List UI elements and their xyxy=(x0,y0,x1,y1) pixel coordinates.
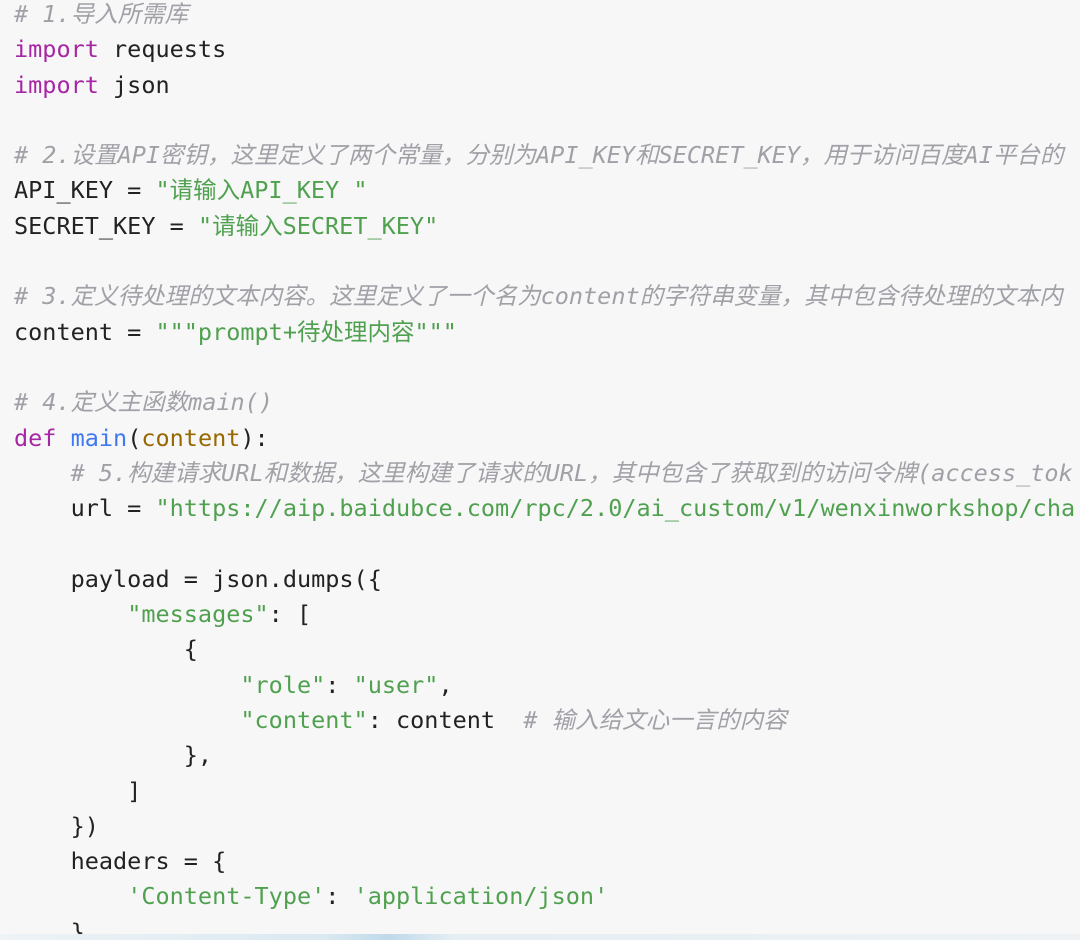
code-line: # 1.导入所需库 xyxy=(14,0,1080,32)
code-text: requests xyxy=(98,35,227,64)
code-line xyxy=(14,244,1080,279)
code-comment: # 5.构建请求URL和数据，这里构建了请求的URL，其中包含了获取到的访问令牌… xyxy=(70,458,1073,487)
code-text: : xyxy=(325,670,354,699)
code-line xyxy=(14,103,1080,138)
code-line xyxy=(14,350,1080,385)
code-line: ] xyxy=(14,774,1080,809)
code-keyword: def xyxy=(14,423,57,452)
code-comment: # 2.设置API密钥，这里定义了两个常量，分别为API_KEY和SECRET_… xyxy=(14,141,1064,170)
code-text: : [ xyxy=(268,600,312,629)
code-line: headers = { xyxy=(14,844,1080,879)
code-line: API_KEY = "请输入API_KEY " xyxy=(14,173,1080,208)
code-string: "https://aip.baidubce.com/rpc/2.0/ai_cus… xyxy=(155,494,1076,523)
code-string: """prompt+待处理内容""" xyxy=(155,317,457,346)
code-parameter: content xyxy=(141,423,241,452)
code-text: headers = { xyxy=(14,847,227,876)
code-string: "请输入SECRET_KEY" xyxy=(197,211,439,240)
code-string: "content" xyxy=(240,705,368,734)
code-text: : content xyxy=(367,705,524,734)
code-text: json xyxy=(98,70,170,99)
code-line: SECRET_KEY = "请输入SECRET_KEY" xyxy=(14,209,1080,244)
code-text: }) xyxy=(14,811,99,840)
code-line: "messages": [ xyxy=(14,597,1080,632)
code-text: API_KEY = xyxy=(14,176,156,205)
code-text xyxy=(56,424,70,452)
code-text xyxy=(14,671,240,699)
bottom-scroll-edge xyxy=(0,934,1080,940)
code-line: # 4.定义主函数main() xyxy=(14,385,1080,420)
code-text: ( xyxy=(127,423,142,452)
code-text xyxy=(14,706,240,734)
code-comment: # 4.定义主函数main() xyxy=(14,388,273,417)
code-text: content = xyxy=(14,317,156,346)
code-line: # 5.构建请求URL和数据，这里构建了请求的URL，其中包含了获取到的访问令牌… xyxy=(14,456,1080,491)
code-function-name: main xyxy=(70,423,128,452)
code-line: }) xyxy=(14,809,1080,844)
code-string: 'Content-Type' xyxy=(127,882,326,911)
code-text: ] xyxy=(14,776,142,805)
code-line: import json xyxy=(14,68,1080,103)
code-text: ): xyxy=(240,423,269,452)
code-line: "content": content # 输入给文心一言的内容 xyxy=(14,703,1080,738)
code-keyword: import xyxy=(14,35,99,64)
code-line: def main(content): xyxy=(14,421,1080,456)
code-string: "请输入API_KEY " xyxy=(155,176,368,205)
code-line: 'Content-Type': 'application/json' xyxy=(14,879,1080,914)
code-text: payload = json.dumps({ xyxy=(14,564,382,593)
code-text xyxy=(14,882,127,910)
code-line: url = "https://aip.baidubce.com/rpc/2.0/… xyxy=(14,491,1080,526)
code-text xyxy=(14,459,71,487)
code-line: "role": "user", xyxy=(14,668,1080,703)
code-line: # 2.设置API密钥，这里定义了两个常量，分别为API_KEY和SECRET_… xyxy=(14,138,1080,173)
code-string: "role" xyxy=(240,670,326,699)
code-line: content = """prompt+待处理内容""" xyxy=(14,315,1080,350)
code-keyword: import xyxy=(14,70,99,99)
code-string: "messages" xyxy=(127,600,269,629)
code-line: import requests xyxy=(14,32,1080,67)
code-string: "user" xyxy=(353,670,439,699)
code-text: SECRET_KEY = xyxy=(14,211,198,240)
code-text: { xyxy=(14,635,198,664)
code-text: : xyxy=(325,882,354,911)
code-text: , xyxy=(438,670,453,699)
code-line xyxy=(14,526,1080,561)
code-line: { xyxy=(14,632,1080,667)
code-text: url = xyxy=(14,494,156,523)
code-line: }, xyxy=(14,738,1080,773)
code-comment: # 1.导入所需库 xyxy=(14,0,189,28)
code-comment: # 3.定义待处理的文本内容。这里定义了一个名为content的字符串变量，其中… xyxy=(14,282,1063,311)
code-text xyxy=(14,600,127,628)
code-line: # 3.定义待处理的文本内容。这里定义了一个名为content的字符串变量，其中… xyxy=(14,279,1080,314)
code-text: }, xyxy=(14,741,213,770)
code-line: payload = json.dumps({ xyxy=(14,562,1080,597)
code-string: 'application/json' xyxy=(353,882,609,911)
code-comment: # 输入给文心一言的内容 xyxy=(523,705,787,734)
